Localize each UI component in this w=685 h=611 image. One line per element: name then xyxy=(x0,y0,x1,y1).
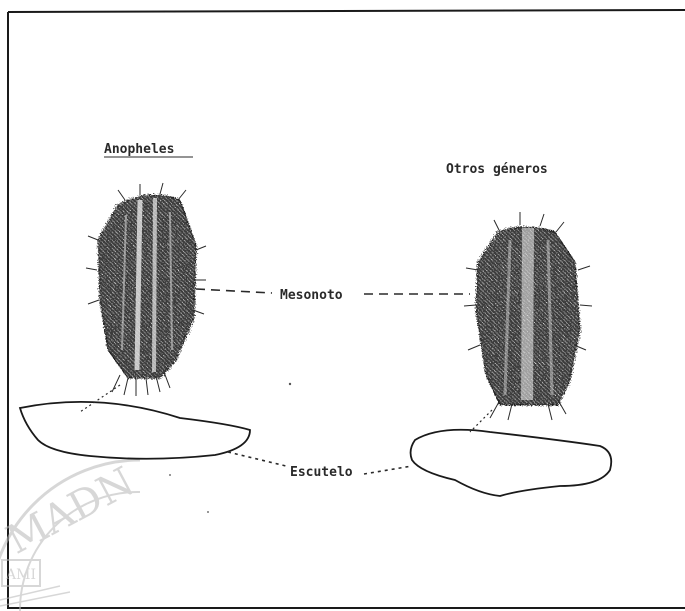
watermark-text: MADN xyxy=(0,459,142,564)
label-otros-generos: Otros géneros xyxy=(446,162,548,177)
label-mesonoto: Mesonoto xyxy=(280,288,343,303)
label-anopheles: Anopheles xyxy=(104,142,174,157)
mesonoto-leader-left xyxy=(196,289,272,293)
escutelo-leader-left xyxy=(228,452,286,466)
label-escutelo: Escutelo xyxy=(290,465,353,480)
svg-text:AMI: AMI xyxy=(5,567,36,583)
otros-connector xyxy=(470,410,492,432)
escutelo-leader-right xyxy=(364,466,412,474)
otros-mesonotum xyxy=(464,212,592,420)
anopheles-scutellum xyxy=(20,402,250,459)
anopheles-mesonotum xyxy=(86,183,206,396)
otros-scutellum xyxy=(411,430,612,496)
watermark-seal: MADN AMI xyxy=(0,459,142,611)
